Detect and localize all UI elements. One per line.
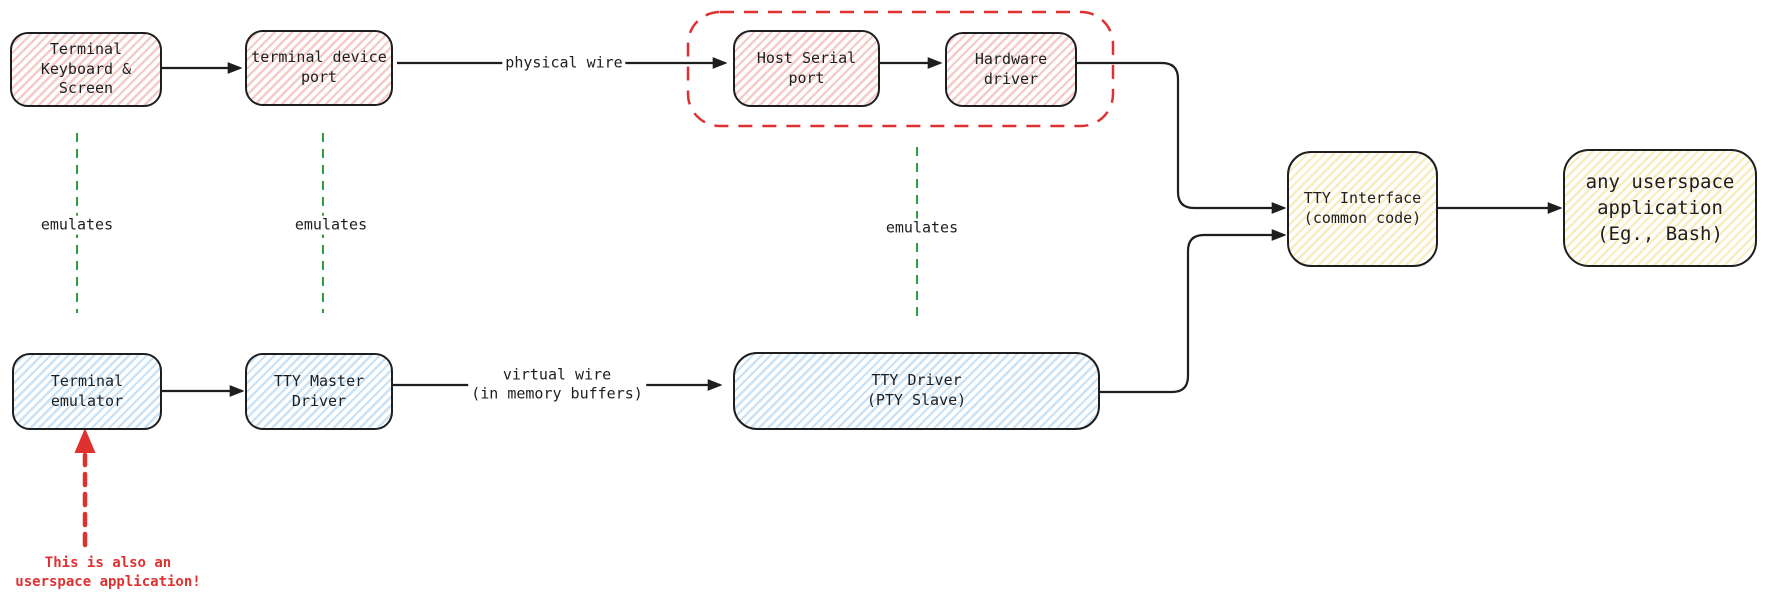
physical-wire-label: physical wire bbox=[502, 53, 626, 73]
node-tty-interface: TTY Interface (common code) bbox=[1287, 151, 1438, 267]
hardware-group-outline bbox=[686, 10, 1115, 128]
emulates-label-left: emulates bbox=[37, 215, 117, 235]
node-tty-driver-pty-slave: TTY Driver (PTY Slave) bbox=[733, 352, 1100, 430]
arrow-hwdriver-to-ttyinterface bbox=[1077, 61, 1284, 208]
node-userspace-application: any userspace application (Eg., Bash) bbox=[1563, 149, 1757, 267]
emulates-label-middle: emulates bbox=[291, 215, 371, 235]
emulates-label-right: emulates bbox=[882, 218, 962, 238]
virtual-wire-label: virtual wire (in memory buffers) bbox=[468, 365, 646, 403]
note-arrowhead bbox=[74, 428, 96, 453]
node-host-serial-port: Host Serial port bbox=[733, 30, 880, 107]
node-terminal-device-port: terminal device port bbox=[245, 30, 393, 106]
node-terminal-keyboard-screen: Terminal Keyboard & Screen bbox=[10, 32, 162, 107]
userspace-note-label: This is also an userspace application! bbox=[15, 555, 201, 590]
node-terminal-emulator: Terminal emulator bbox=[12, 353, 162, 430]
node-hardware-driver: Hardware driver bbox=[945, 32, 1077, 107]
arrow-ttydriver-to-ttyinterface bbox=[1100, 235, 1284, 394]
node-tty-master-driver: TTY Master Driver bbox=[245, 353, 393, 430]
